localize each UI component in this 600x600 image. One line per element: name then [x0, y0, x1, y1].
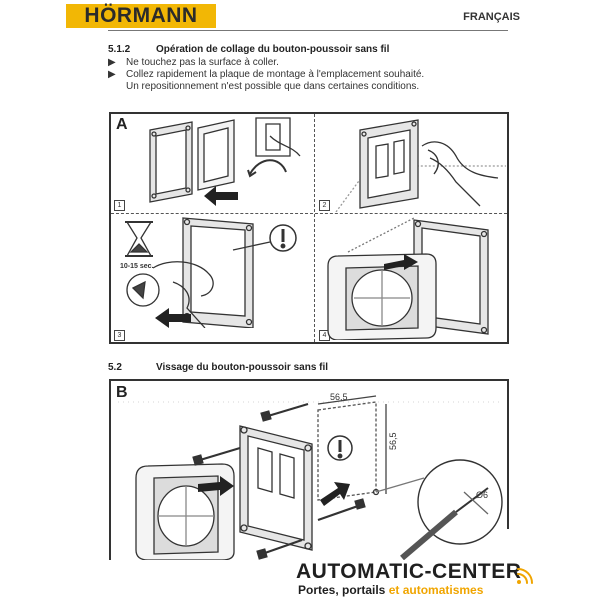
note-text: Un repositionnement n'est possible que d…: [126, 81, 420, 92]
panel-3-illustration: [125, 217, 297, 328]
bullet-text: Ne touchez pas la surface à coller.: [126, 57, 279, 68]
step-number: 1: [114, 200, 125, 211]
header-rule: [108, 30, 508, 31]
section-number: 5.2: [108, 362, 122, 373]
brand-logo: HÖRMANN: [84, 4, 198, 27]
panel-2-illustration: [335, 119, 506, 212]
watermark-tagline: Portes, portails et automatismes: [298, 583, 483, 597]
figure-letter: B: [116, 384, 128, 401]
drill-diameter: Ø6: [476, 490, 489, 500]
figure-b-right-border: [507, 379, 509, 529]
panel-divider: [111, 213, 507, 214]
bullet-marker: ▶: [108, 69, 116, 80]
step-number: 2: [319, 200, 330, 211]
watermark-name: AUTOMATIC-CENTER: [296, 560, 522, 583]
tagline-accent: et automatismes: [388, 583, 484, 597]
tagline-start: Portes, portails: [298, 583, 389, 597]
figure-b-top-border: [109, 379, 509, 381]
figure-b-left-border: [109, 379, 111, 560]
figure-b-illustration: [118, 395, 503, 560]
wait-time-label: 10-15 sec.: [120, 263, 154, 270]
panel-divider: [314, 114, 315, 342]
dimension-horizontal: 56,5: [330, 392, 348, 402]
section-number: 5.1.2: [108, 44, 131, 55]
bullet-text: Collez rapidement la plaque de montage à…: [126, 69, 425, 80]
language-label: FRANÇAIS: [463, 11, 520, 23]
figure-letter: A: [116, 116, 128, 133]
panel-4-illustration: [327, 217, 489, 340]
wifi-icon: [517, 568, 533, 584]
step-number: 3: [114, 330, 125, 341]
panel-1-illustration: [149, 117, 301, 206]
section-title: Vissage du bouton-poussoir sans fil: [156, 362, 329, 373]
dimension-vertical: 56,5: [388, 432, 398, 450]
brand-logo-background: [66, 4, 216, 28]
section-title: Opération de collage du bouton-poussoir …: [156, 44, 390, 55]
bullet-marker: ▶: [108, 57, 116, 68]
